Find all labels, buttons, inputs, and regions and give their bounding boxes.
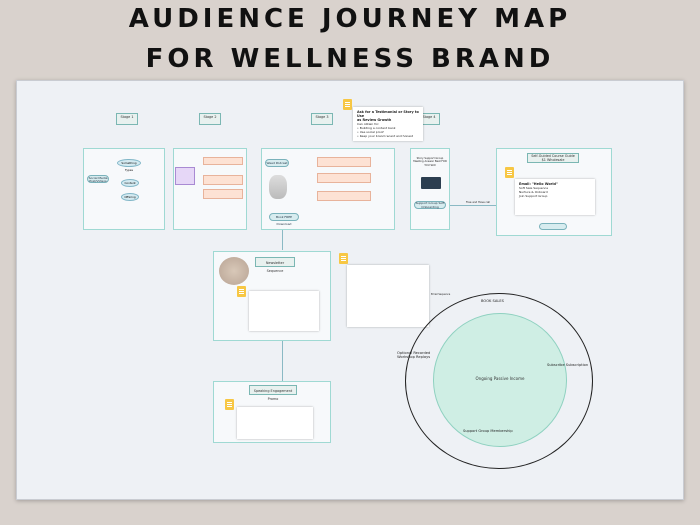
cycle-label-top: BOOK SALES <box>481 299 504 303</box>
journey-board: Stage 1 Stage 2 Stage 3 Stage 4 Ask for … <box>16 80 684 500</box>
avatar <box>219 257 249 285</box>
oval-node: Offering <box>121 193 139 201</box>
monitor-icon <box>421 177 441 189</box>
newsletter-note <box>249 291 319 331</box>
document-icon <box>237 286 246 297</box>
passive-income-circle: Ongoing Passive Income <box>433 313 567 447</box>
pink-card <box>317 173 371 183</box>
join-pill <box>539 223 567 230</box>
connector-line <box>282 341 283 381</box>
document-icon <box>225 399 234 410</box>
podcast-photo <box>269 175 287 199</box>
document-icon <box>505 167 514 178</box>
social-media-pill: Social Media Post/Videos <box>87 175 109 183</box>
speaking-note <box>237 407 313 439</box>
cycle-ring <box>405 293 593 469</box>
pink-card <box>203 189 243 199</box>
connector-label: Free and Have call <box>466 201 490 204</box>
cycle-label-right: Subscribe Subscription <box>547 363 589 367</box>
purple-note <box>175 167 195 185</box>
email-sequence-label: Email Sequence <box>431 293 451 296</box>
connector-line <box>450 205 496 206</box>
email-note: Email: "Hello World" Soft Sale Sequence … <box>515 179 595 215</box>
cycle-label-bottom: Support Group Membership <box>463 429 513 433</box>
document-icon <box>339 253 348 264</box>
stage-header: Stage 3 <box>311 113 333 125</box>
speaking-header: Speaking Engagement Promo <box>249 385 297 401</box>
course-header: Self-Guided Course Guide $1 Wholesale <box>527 153 579 163</box>
testimonial-note: Ask for a Testimonial or Story to Use as… <box>353 107 423 141</box>
stage-header: Stage 4 <box>418 113 440 125</box>
newsletter-header: Newsletter Sequence <box>255 257 295 273</box>
pink-card <box>203 157 243 165</box>
stage-header: Stage 1 <box>116 113 138 125</box>
main-title-line-1: AUDIENCE JOURNEY MAP <box>128 4 572 34</box>
pink-card <box>317 191 371 201</box>
document-icon <box>343 99 352 110</box>
support-group-pill: Support Group Soft Onboarding <box>414 201 446 209</box>
oval-node: Something Types <box>117 159 141 172</box>
podcast-pill: Weed Podcast <box>265 159 289 167</box>
download-pill: Book FREE Download <box>269 213 299 226</box>
stage-header: Stage 2 <box>199 113 221 125</box>
passive-income-label: Ongoing Passive Income <box>475 376 525 381</box>
cycle-label-left: Optional Recorded Workshop Replays <box>397 351 431 359</box>
oval-node: Content <box>121 179 139 187</box>
stage-4-frame <box>410 148 450 230</box>
support-group-label: Story Support Group Meeting Answer Best … <box>413 157 447 167</box>
pink-card <box>317 157 371 167</box>
main-title-line-2: FOR WELLNESS BRAND <box>145 44 555 74</box>
email-sequence-note <box>347 265 429 327</box>
pink-card <box>203 175 243 185</box>
connector-line <box>282 230 283 250</box>
